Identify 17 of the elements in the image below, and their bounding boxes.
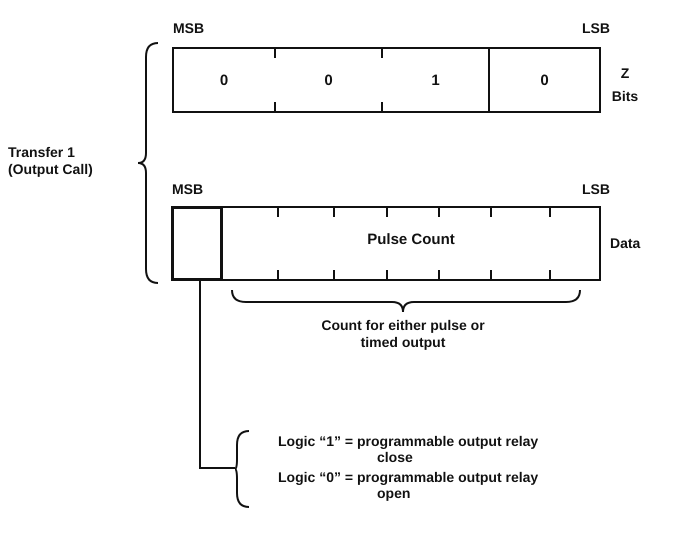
bit-order-label: LSB: [581, 181, 610, 198]
row-label: Z Bits: [610, 64, 640, 106]
logic-definition: Logic “0” = programmable output relay open: [278, 469, 540, 501]
connector-line: [199, 280, 235, 469]
bit-label: 0: [540, 72, 549, 88]
field-label: Pulse Count: [367, 231, 455, 248]
transfer-label: Transfer 1 (Output Call): [8, 144, 94, 178]
bit-order-label: MSB: [172, 181, 204, 198]
bit-label: 0: [220, 72, 228, 88]
bit-label: 0: [324, 72, 333, 88]
bit-order-label: LSB: [581, 20, 610, 37]
field-note: Count for either pulse or timed output: [320, 317, 486, 351]
bit-order-label: MSB: [173, 20, 206, 37]
bit-label: 1: [431, 72, 440, 88]
logic-definition: Logic “1” = programmable output relay close: [278, 433, 540, 465]
bit-cell: [172, 207, 222, 280]
row-label: Data: [610, 235, 642, 252]
